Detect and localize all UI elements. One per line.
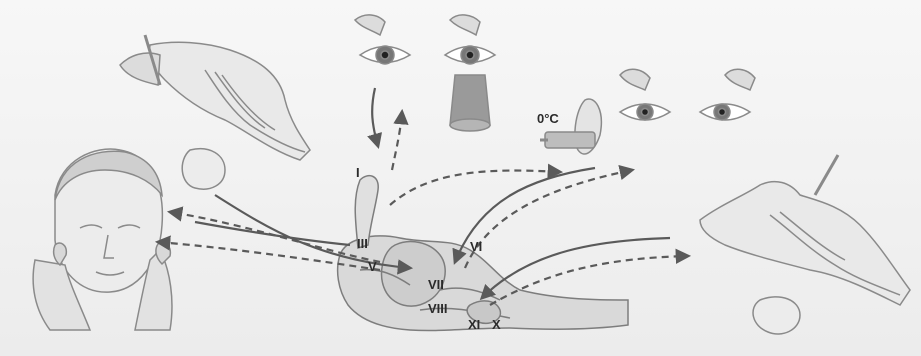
cranial-nerve-iii-label: III <box>357 237 368 250</box>
caloric-temperature-label: 0°C <box>537 112 559 125</box>
cranial-nerve-i-label: I <box>356 166 360 179</box>
cranial-nerve-x-label: X <box>492 318 501 331</box>
cranial-nerve-vii-label: VII <box>428 278 444 291</box>
cranial-nerve-v-label: V <box>368 260 377 273</box>
cranial-nerve-xi-label: XI <box>468 318 480 331</box>
cranial-nerve-viii-label: VIII <box>428 302 448 315</box>
cranial-nerve-vi-label: VI <box>470 240 482 253</box>
